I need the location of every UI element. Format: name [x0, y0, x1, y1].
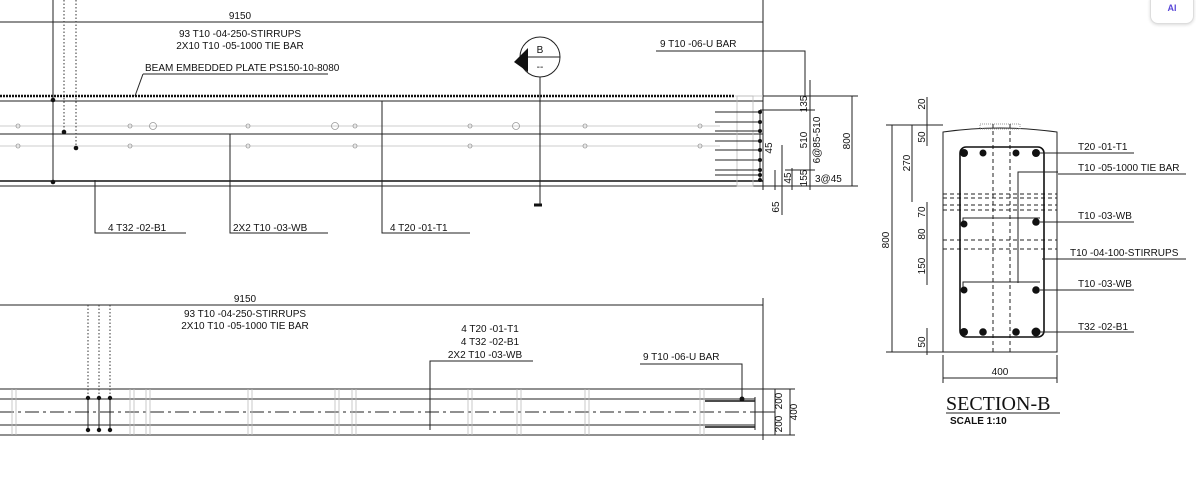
beam-elevation: 9150 93 T10 -04-250-STIRRUPS 2X10 T10 -0… [0, 0, 858, 234]
dim-155: 155 [799, 169, 810, 186]
section-dim-70: 70 [917, 206, 928, 218]
section-scale: SCALE 1:10 [950, 416, 1007, 427]
plan-stirrups-label: 93 T10 -04-250-STIRRUPS [184, 309, 306, 320]
plan-dim-200b: 200 [774, 415, 785, 432]
section-title: SECTION-B [946, 393, 1050, 415]
section-dim-400: 400 [992, 367, 1009, 378]
length-dim: 9150 [229, 11, 252, 22]
dim-800: 800 [842, 132, 853, 149]
wb-label: 2X2 T10 -03-WB [233, 223, 308, 234]
section-label-wb-bottom: T10 -03-WB [1078, 279, 1132, 290]
plan-b1-label: 4 T32 -02-B1 [461, 337, 520, 348]
section-label-tie-bar: T10 -05-1000 TIE BAR [1078, 163, 1180, 174]
section-marker-b[interactable]: B -- [514, 36, 561, 207]
dim-45a: 45 [764, 142, 775, 154]
section-dim-800: 800 [881, 231, 892, 248]
section-marker-letter: B [537, 45, 544, 56]
section-label-t1: T20 -01-T1 [1078, 142, 1128, 153]
t1-label: 4 T20 -01-T1 [390, 223, 448, 234]
section-dim-270: 270 [902, 154, 913, 171]
b1-label: 4 T32 -02-B1 [108, 223, 167, 234]
embedded-plate-label: BEAM EMBEDDED PLATE PS150-10-8080 [145, 63, 340, 74]
section-dim-20: 20 [917, 98, 928, 110]
dim-65: 65 [771, 201, 782, 213]
plan-tie-bar-label: 2X10 T10 -05-1000 TIE BAR [181, 321, 309, 332]
plan-u-bar-label: 9 T10 -06-U BAR [643, 352, 720, 363]
section-b: T20 -01-T1 T10 -05-1000 TIE BAR T10 -03-… [881, 97, 1186, 427]
ai-assistant-badge[interactable]: AI [1150, 0, 1194, 24]
dim-45b: 45 [783, 172, 794, 184]
section-dim-150: 150 [917, 257, 928, 274]
section-dim-50-bottom: 50 [917, 336, 928, 348]
u-bar-label: 9 T10 -06-U BAR [660, 39, 737, 50]
dim-510: 510 [799, 131, 810, 148]
section-marker-sub: -- [537, 62, 544, 73]
plan-length-dim: 9150 [234, 294, 257, 305]
section-label-b1: T32 -02-B1 [1078, 322, 1128, 333]
ai-icon: AI [1167, 3, 1177, 13]
section-label-wb-top: T10 -03-WB [1078, 211, 1132, 222]
plan-dim-400: 400 [789, 403, 800, 420]
section-dim-50-top: 50 [917, 131, 928, 143]
plan-t1-label: 4 T20 -01-T1 [461, 324, 519, 335]
tie-bar-label: 2X10 T10 -05-1000 TIE BAR [176, 41, 304, 52]
section-dim-80: 80 [917, 228, 928, 240]
beam-plan: 9150 93 T10 -04-250-STIRRUPS 2X10 T10 -0… [0, 294, 800, 440]
section-label-stirrups: T10 -04-100-STIRRUPS [1070, 248, 1179, 259]
plan-dim-200a: 200 [774, 392, 785, 409]
dim-spacing: 6@85-510 [812, 116, 823, 163]
plan-wb-label: 2X2 T10 -03-WB [448, 350, 523, 361]
dim-spacing2: 3@45 [815, 174, 842, 185]
dim-135: 135 [799, 95, 810, 112]
stirrups-label: 93 T10 -04-250-STIRRUPS [179, 29, 301, 40]
